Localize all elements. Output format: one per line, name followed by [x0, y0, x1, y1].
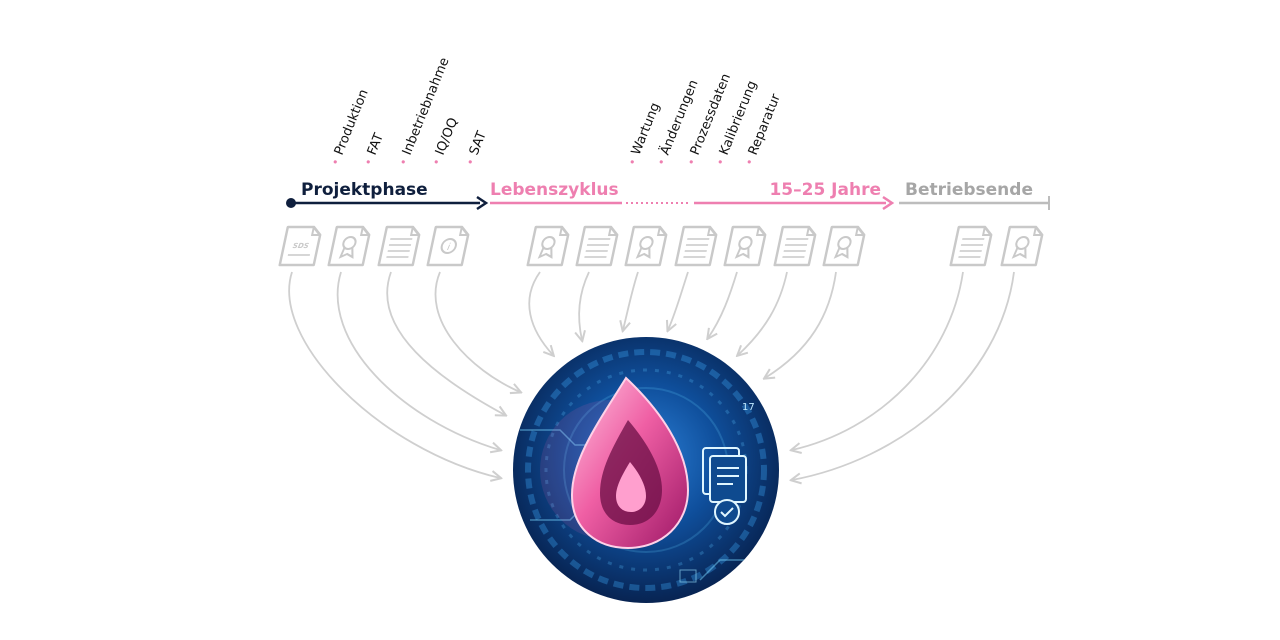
- lined-document-icon: [949, 225, 993, 267]
- milestone-iq-oq: IQ/OQ: [433, 116, 461, 164]
- sds-document-icon: SDS: [278, 225, 322, 267]
- certificate-document-icon: [822, 225, 866, 267]
- certificate-document-icon: [1000, 225, 1044, 267]
- document-icons: SDS i: [278, 225, 1044, 267]
- flow-arrow: [738, 271, 788, 355]
- project-phase-arrowhead: [476, 195, 489, 211]
- flow-arrow: [288, 271, 500, 478]
- timeline: Projektphase Lebenszyklus 15–25 Jahre Be…: [286, 180, 1050, 211]
- certificate-document-icon: [526, 225, 570, 267]
- certificate-document-icon: [624, 225, 668, 267]
- milestone-wartung: Wartung: [629, 101, 663, 164]
- certificate-document-icon: [723, 225, 767, 267]
- flow-arrow: [708, 271, 738, 338]
- lined-document-icon: [674, 225, 718, 267]
- certificate-document-icon: [327, 225, 371, 267]
- milestone-label: IQ/OQ: [433, 116, 461, 158]
- flow-arrow: [623, 271, 639, 330]
- flow-arrow: [668, 271, 689, 330]
- milestone-fat: FAT: [365, 131, 387, 164]
- milestone-label: SAT: [467, 129, 490, 157]
- flow-arrow: [386, 271, 505, 415]
- lined-document-icon: [773, 225, 817, 267]
- flow-arrow: [528, 271, 553, 355]
- flow-arrow: [336, 271, 500, 450]
- flow-arrow: [434, 271, 520, 392]
- info-glyph-text: i: [446, 242, 451, 253]
- lined-document-icon: [575, 225, 619, 267]
- milestone-produktion: Produktion: [332, 87, 372, 164]
- flow-arrow: [792, 271, 1015, 480]
- lifecycle-milestones: Wartung Änderungen Prozessdaten Kalibrie…: [629, 72, 784, 164]
- document-flow-arrows: [288, 271, 1015, 480]
- hub-check-icon: [714, 499, 740, 525]
- flow-arrow: [765, 271, 837, 378]
- lifecycle-arrowhead: [882, 195, 895, 211]
- end-of-life-label: Betriebsende: [905, 180, 1033, 200]
- sds-label-text: SDS: [292, 241, 310, 250]
- info-document-icon: i: [426, 225, 470, 267]
- lined-document-icon: [377, 225, 421, 267]
- flow-arrow: [579, 271, 590, 340]
- documentation-hub-image: 17: [513, 337, 779, 603]
- project-milestones: Produktion FAT Inbetriebnahme IQ/OQ SAT: [332, 56, 490, 164]
- project-phase-label: Projektphase: [301, 180, 428, 200]
- milestone-sat: SAT: [467, 129, 490, 164]
- milestone-label: FAT: [365, 131, 387, 157]
- lifecycle-duration-label: 15–25 Jahre: [769, 180, 881, 200]
- flow-arrow: [792, 271, 964, 450]
- lifecycle-label: Lebenszyklus: [490, 180, 619, 200]
- hub-calendar-text: 17: [742, 402, 755, 413]
